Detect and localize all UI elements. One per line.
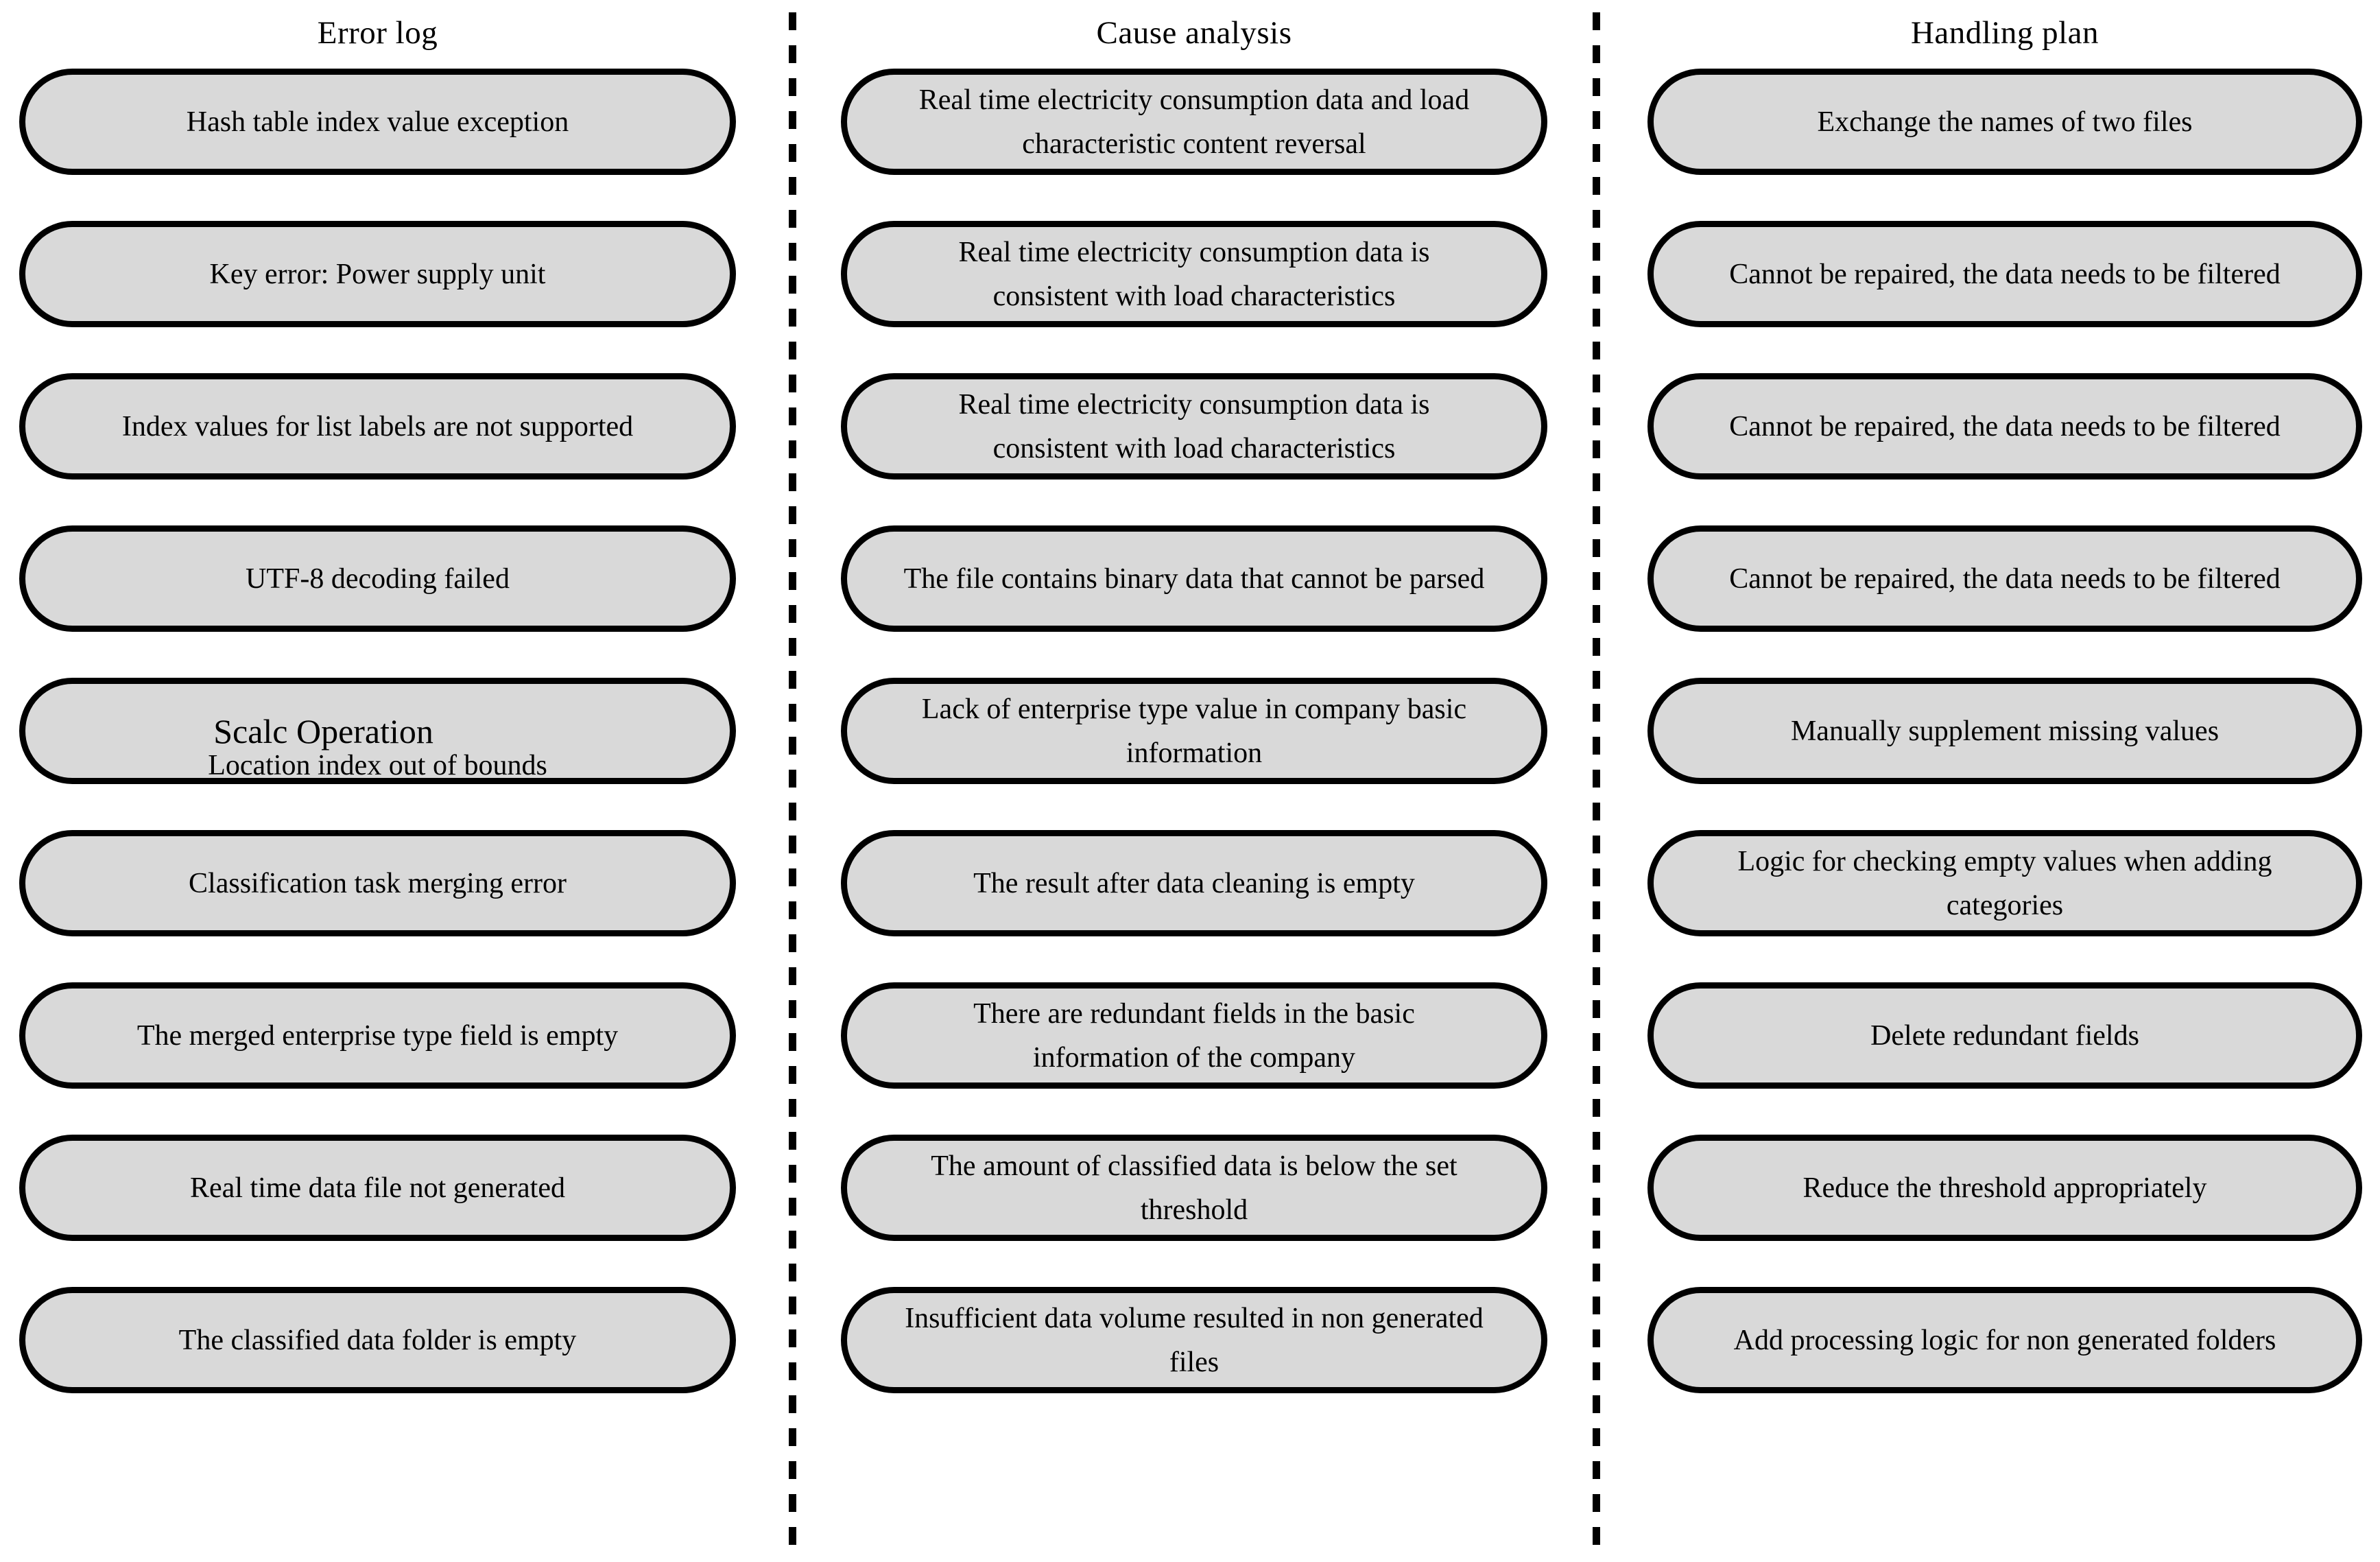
node-error-log-2[interactable]: Key error: Power supply unit — [19, 221, 736, 327]
node-label: Insufficient data volume resulted in non… — [905, 1302, 1484, 1378]
node-error-log-7[interactable]: The merged enterprise type field is empt… — [19, 982, 736, 1089]
node-cause-analysis-6[interactable]: The result after data cleaning is empty — [841, 830, 1547, 936]
column-handling-plan: Handling plan Exchange the names of two … — [1647, 0, 2362, 1439]
node-label: There are redundant fields in the basic … — [973, 997, 1415, 1074]
node-label: Exchange the names of two files — [1817, 106, 2193, 138]
node-list-error-log: Hash table index value exception Key err… — [19, 69, 736, 1393]
column-title-handling-plan: Handling plan — [1910, 15, 2099, 51]
node-label: Logic for checking empty values when add… — [1737, 845, 2272, 921]
node-label: Index values for list labels are not sup… — [121, 410, 634, 442]
node-label: Real time electricity consumption data a… — [918, 84, 1470, 160]
node-label: Real time electricity consumption data i… — [958, 388, 1430, 464]
column-error-log: Error log Hash table index value excepti… — [19, 0, 736, 1439]
node-label: Reduce the threshold appropriately — [1802, 1172, 2207, 1204]
node-label: Classification task merging error — [189, 867, 567, 899]
node-cause-analysis-8[interactable]: The amount of classified data is below t… — [841, 1135, 1547, 1241]
node-label: Cannot be repaired, the data needs to be… — [1729, 563, 2281, 595]
node-error-log-5[interactable]: Scalc Operation Location index out of bo… — [19, 678, 736, 784]
node-list-cause-analysis: Real time electricity consumption data a… — [841, 69, 1547, 1393]
node-handling-plan-7[interactable]: Delete redundant fields — [1647, 982, 2362, 1089]
node-error-log-1[interactable]: Hash table index value exception — [19, 69, 736, 175]
column-title-cause-analysis: Cause analysis — [1096, 15, 1292, 51]
node-error-log-8[interactable]: Real time data file not generated — [19, 1135, 736, 1241]
node-label-overlapping: Scalc Operation Location index out of bo… — [204, 680, 551, 783]
node-label: The merged enterprise type field is empt… — [136, 1019, 619, 1052]
node-cause-analysis-4[interactable]: The file contains binary data that canno… — [841, 525, 1547, 632]
node-label: Real time data file not generated — [190, 1172, 565, 1204]
node-label-overlay-text: Scalc Operation — [213, 711, 433, 750]
node-label: Hash table index value exception — [186, 106, 569, 138]
column-divider-1 — [789, 12, 796, 1549]
node-error-log-9[interactable]: The classified data folder is empty — [19, 1287, 736, 1393]
node-list-handling-plan: Exchange the names of two files Cannot b… — [1647, 69, 2362, 1393]
node-cause-analysis-5[interactable]: Lack of enterprise type value in company… — [841, 678, 1547, 784]
node-label: Real time electricity consumption data i… — [958, 236, 1430, 312]
node-label: UTF-8 decoding failed — [246, 563, 510, 595]
node-handling-plan-4[interactable]: Cannot be repaired, the data needs to be… — [1647, 525, 2362, 632]
node-label: Lack of enterprise type value in company… — [921, 693, 1467, 769]
node-label: Delete redundant fields — [1870, 1019, 2139, 1052]
node-error-log-6[interactable]: Classification task merging error — [19, 830, 736, 936]
node-label: Add processing logic for non generated f… — [1733, 1324, 2276, 1356]
node-error-log-4[interactable]: UTF-8 decoding failed — [19, 525, 736, 632]
node-label: The amount of classified data is below t… — [931, 1150, 1457, 1226]
node-label: Key error: Power supply unit — [209, 258, 546, 290]
node-handling-plan-9[interactable]: Add processing logic for non generated f… — [1647, 1287, 2362, 1393]
node-label-base-text: Location index out of bounds — [208, 749, 547, 781]
node-label: The classified data folder is empty — [178, 1324, 577, 1356]
node-cause-analysis-2[interactable]: Real time electricity consumption data i… — [841, 221, 1547, 327]
node-label: Cannot be repaired, the data needs to be… — [1729, 410, 2281, 442]
node-label: Manually supplement missing values — [1790, 715, 2220, 747]
node-handling-plan-6[interactable]: Logic for checking empty values when add… — [1647, 830, 2362, 936]
node-handling-plan-8[interactable]: Reduce the threshold appropriately — [1647, 1135, 2362, 1241]
node-handling-plan-3[interactable]: Cannot be repaired, the data needs to be… — [1647, 373, 2362, 480]
node-label: The result after data cleaning is empty — [973, 867, 1415, 899]
node-cause-analysis-9[interactable]: Insufficient data volume resulted in non… — [841, 1287, 1547, 1393]
node-label: Cannot be repaired, the data needs to be… — [1729, 258, 2281, 290]
column-divider-2 — [1593, 12, 1600, 1549]
column-title-error-log: Error log — [317, 15, 438, 51]
node-handling-plan-5[interactable]: Manually supplement missing values — [1647, 678, 2362, 784]
node-handling-plan-1[interactable]: Exchange the names of two files — [1647, 69, 2362, 175]
node-cause-analysis-1[interactable]: Real time electricity consumption data a… — [841, 69, 1547, 175]
node-handling-plan-2[interactable]: Cannot be repaired, the data needs to be… — [1647, 221, 2362, 327]
node-cause-analysis-7[interactable]: There are redundant fields in the basic … — [841, 982, 1547, 1089]
node-label: The file contains binary data that canno… — [903, 563, 1485, 595]
node-error-log-3[interactable]: Index values for list labels are not sup… — [19, 373, 736, 480]
column-cause-analysis: Cause analysis Real time electricity con… — [841, 0, 1547, 1439]
node-cause-analysis-3[interactable]: Real time electricity consumption data i… — [841, 373, 1547, 480]
